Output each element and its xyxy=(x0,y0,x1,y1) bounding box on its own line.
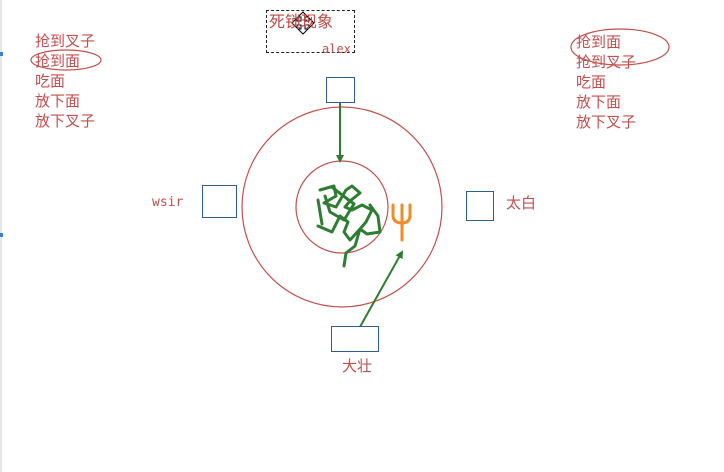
top-person-label: alex xyxy=(322,42,351,56)
list-item: 放下面 xyxy=(35,92,81,110)
fork-icon xyxy=(391,203,412,242)
left-person-label: wsir xyxy=(152,195,184,210)
move-cursor-icon xyxy=(291,11,315,35)
list-item: 吃面 xyxy=(576,73,607,91)
list-item: 放下叉子 xyxy=(35,112,96,130)
highlight-ellipse-left xyxy=(30,49,102,71)
person-box-left xyxy=(202,185,237,218)
noodle-scribble xyxy=(316,184,382,268)
list-item: 抢到叉子 xyxy=(35,32,96,50)
person-box-bottom xyxy=(331,326,379,352)
left-step-list: 抢到叉子 抢到面 吃面 放下面 放下叉子 xyxy=(35,31,95,131)
bottom-person-label: 大壮 xyxy=(342,357,373,375)
list-item: 抢到面 xyxy=(576,33,622,51)
outer-circle xyxy=(241,106,443,308)
inner-circle xyxy=(295,160,389,254)
right-step-list: 抢到面 抢到叉子 吃面 放下面 放下叉子 xyxy=(576,32,636,132)
person-box-right xyxy=(466,191,494,221)
list-item: 抢到叉子 xyxy=(576,53,637,71)
list-item: 放下叉子 xyxy=(576,113,637,131)
highlight-ellipse-right xyxy=(570,28,670,66)
title-selection-box[interactable] xyxy=(266,10,355,53)
person-box-top xyxy=(326,77,355,103)
list-item: 放下面 xyxy=(576,93,622,111)
diagram-title: 死锁现象 xyxy=(269,12,334,31)
list-item: 吃面 xyxy=(35,72,66,90)
edge-marker xyxy=(0,233,3,237)
list-item: 抢到面 xyxy=(35,52,81,70)
edge-marker xyxy=(0,52,3,56)
right-person-label: 太白 xyxy=(506,194,537,212)
arrow-bottom-to-fork xyxy=(355,250,403,335)
